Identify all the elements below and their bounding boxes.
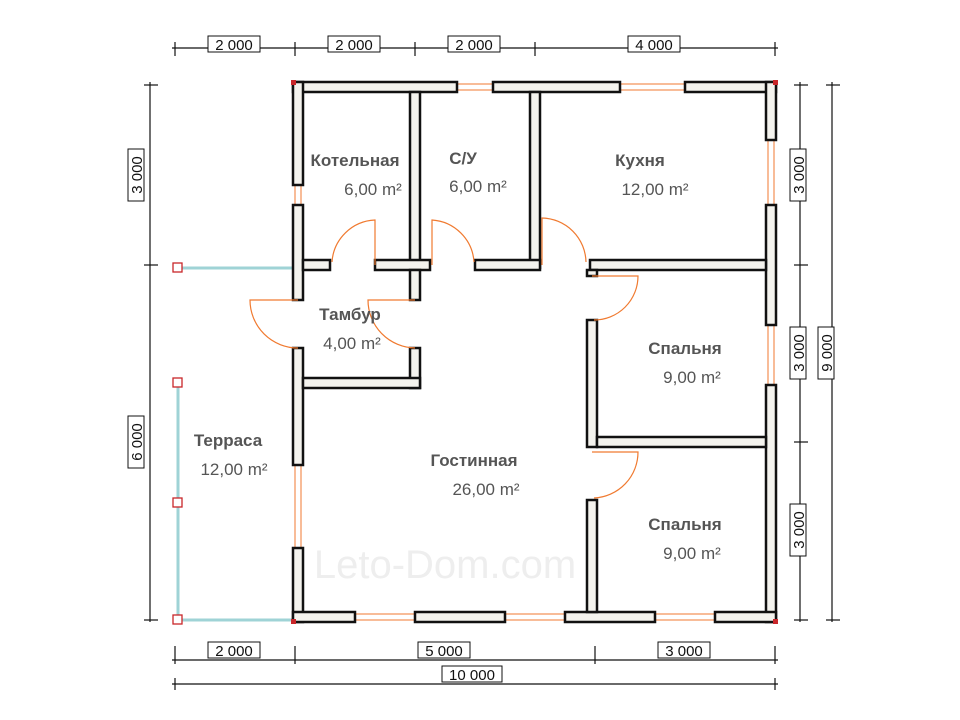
terrace-post <box>172 377 183 388</box>
watermark: Leto-Dom.com <box>314 543 576 587</box>
dim-left-2: 6 000 <box>129 423 146 461</box>
room-bathroom: С/У 6,00 m² <box>449 149 507 196</box>
room-kotelnaya: Котельная 6,00 m² <box>310 151 402 199</box>
dim-left-1: 3 000 <box>129 156 146 194</box>
room-area: 9,00 m² <box>663 544 721 563</box>
dim-right-total: 9 000 <box>819 334 836 372</box>
terrace-post <box>172 614 183 625</box>
dim-right-3: 3 000 <box>791 511 808 549</box>
dim-right-1: 3 000 <box>791 156 808 194</box>
room-area: 6,00 m² <box>344 180 402 199</box>
room-name: Кухня <box>615 151 665 170</box>
room-name: Спальня <box>648 515 721 534</box>
room-name: Спальня <box>648 339 721 358</box>
walls <box>291 80 778 624</box>
dim-bottom-3: 3 000 <box>665 643 703 660</box>
room-kitchen: Кухня 12,00 m² <box>615 151 689 199</box>
room-bedroom-1: Спальня 9,00 m² <box>648 339 721 387</box>
dim-top-3: 2 000 <box>455 37 493 54</box>
dimension-lines <box>144 42 840 690</box>
dim-top-4: 4 000 <box>635 37 673 54</box>
room-bedroom-2: Спальня 9,00 m² <box>648 515 721 563</box>
room-name: Терраса <box>194 431 263 450</box>
terrace-railing <box>172 262 293 625</box>
dim-bottom-1: 2 000 <box>215 643 253 660</box>
doors <box>249 217 639 499</box>
dim-bottom-total: 10 000 <box>449 667 495 684</box>
room-name: С/У <box>449 149 477 168</box>
room-name: Котельная <box>310 151 399 170</box>
terrace-post <box>172 497 183 508</box>
terrace-post <box>172 262 183 273</box>
dim-top-1: 2 000 <box>215 37 253 54</box>
room-living: Гостинная 26,00 m² <box>430 451 519 499</box>
dim-right-2: 3 000 <box>791 334 808 372</box>
room-area: 9,00 m² <box>663 368 721 387</box>
room-area: 12,00 m² <box>200 460 267 479</box>
dim-top-2: 2 000 <box>335 37 373 54</box>
room-vestibule: Тамбур 4,00 m² <box>319 305 381 353</box>
room-name: Тамбур <box>319 305 381 324</box>
room-terrace: Терраса 12,00 m² <box>194 431 268 479</box>
room-area: 26,00 m² <box>452 480 519 499</box>
room-name: Гостинная <box>430 451 517 470</box>
room-area: 12,00 m² <box>621 180 688 199</box>
room-area: 6,00 m² <box>449 177 507 196</box>
dimension-labels: 2 000 2 000 2 000 4 000 3 000 6 000 3 00… <box>127 35 836 684</box>
dim-bottom-2: 5 000 <box>425 643 463 660</box>
room-area: 4,00 m² <box>323 334 381 353</box>
